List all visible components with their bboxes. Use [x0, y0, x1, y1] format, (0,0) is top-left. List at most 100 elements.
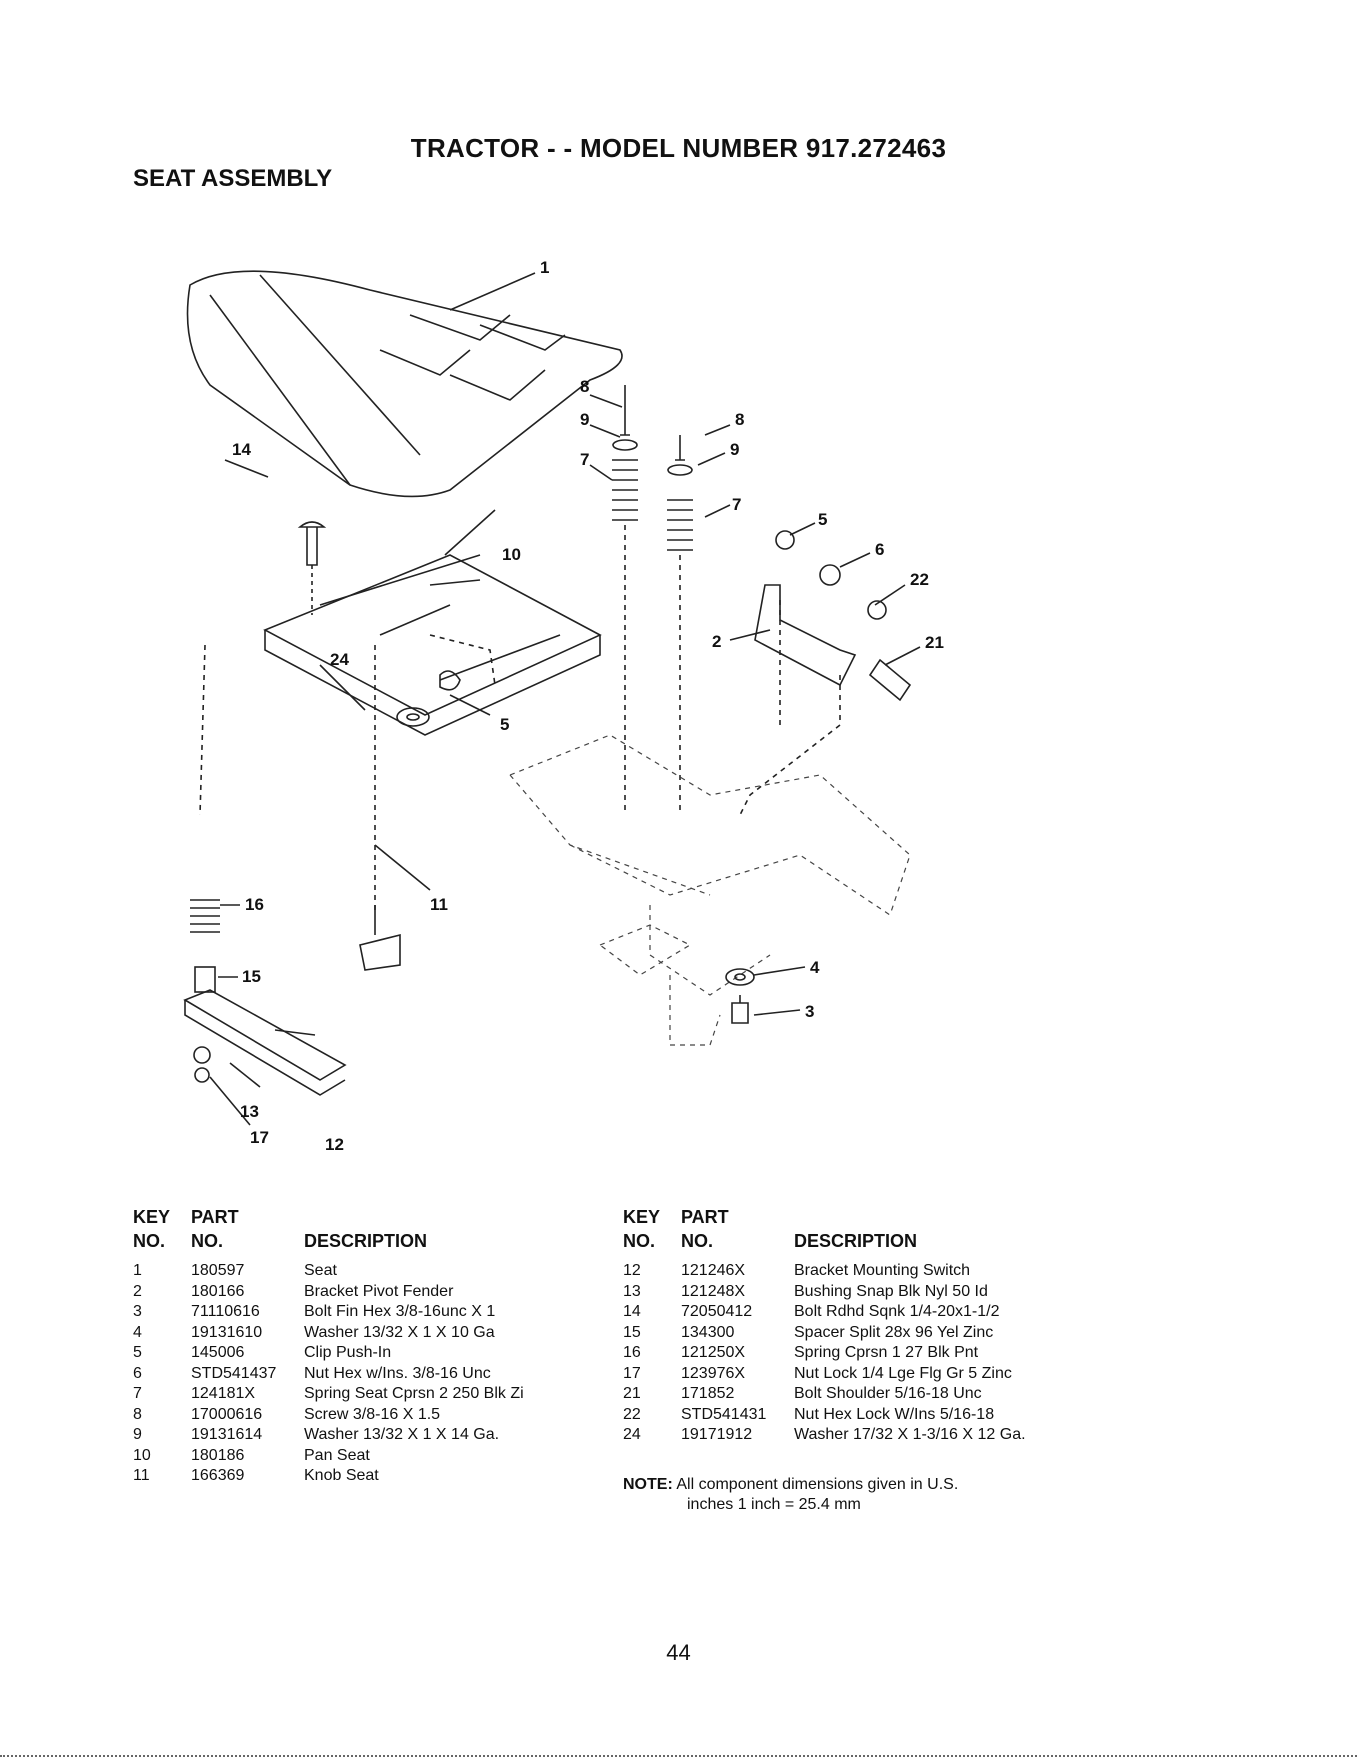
part-no: 180166 — [191, 1282, 245, 1300]
callout-1: 1 — [540, 258, 549, 277]
key-no: 8 — [133, 1405, 142, 1423]
key-no: 7 — [133, 1385, 142, 1402]
callout-16: 16 — [245, 895, 264, 914]
seat-assembly-exploded-diagram: 1 14 10 24 5 16 15 11 13 17 12 8 9 7 8 9… — [183, 258, 944, 1154]
part-description: Spring Cprsn 1 27 Blk Pnt — [794, 1344, 979, 1361]
part-no: 134300 — [681, 1323, 735, 1341]
key-no: 10 — [133, 1446, 151, 1464]
part-no-header: NO. — [681, 1231, 714, 1251]
part-no: 72050412 — [681, 1303, 753, 1320]
table-row: 7 124181X Spring Seat Cprsn 2 250 Blk Zi — [133, 1384, 524, 1405]
key-no: 12 — [623, 1262, 641, 1279]
part-no: 121248X — [681, 1282, 746, 1300]
part-description: Pan Seat — [304, 1446, 370, 1464]
part-description: Washer 17/32 X 1-3/16 X 12 Ga. — [794, 1426, 1026, 1443]
key-no: 9 — [133, 1426, 142, 1443]
callout-17: 17 — [250, 1128, 269, 1147]
note-line-1: All component dimensions given in U.S. — [676, 1476, 959, 1493]
description-header: DESCRIPTION — [304, 1231, 428, 1251]
part-no: 180597 — [191, 1262, 245, 1279]
part-description: Bolt Rdhd Sqnk 1/4-20x1-1/2 — [794, 1303, 1000, 1320]
part-description: Nut Hex Lock W/Ins 5/16-18 — [794, 1405, 995, 1423]
description-header: DESCRIPTION — [794, 1231, 918, 1251]
key-no: 1 — [133, 1262, 142, 1279]
part-no: 124181X — [191, 1385, 256, 1402]
part-description: Bolt Shoulder 5/16-18 Unc — [794, 1385, 982, 1402]
key-no-header: NO. — [133, 1231, 166, 1251]
page-bottom-divider — [0, 1755, 1357, 1757]
callout-12: 12 — [325, 1135, 344, 1154]
table-row: 3 71110616 Bolt Fin Hex 3/8-16unc X 1 — [133, 1302, 524, 1323]
table-row: 1 180597 Seat — [133, 1261, 524, 1282]
key-no: 2 — [133, 1282, 142, 1300]
part-no: 19131610 — [191, 1323, 263, 1341]
part-header: PART — [681, 1207, 729, 1227]
clip-part — [439, 670, 461, 691]
key-no: 14 — [623, 1303, 641, 1320]
callout-7-left: 7 — [580, 450, 589, 469]
part-description: Washer 13/32 X 1 X 14 Ga. — [304, 1426, 500, 1443]
pivot-bracket-part — [754, 584, 857, 687]
callout-6: 6 — [875, 540, 884, 559]
part-no: 121250X — [681, 1344, 746, 1361]
part-no: 19131614 — [191, 1426, 263, 1443]
part-no: 121246X — [681, 1262, 746, 1279]
parts-list-left: KEY PART NO. NO. DESCRIPTION 1 180597 Seat… — [133, 1205, 524, 1487]
part-description: Bushing Snap Blk Nyl 50 Id — [794, 1282, 988, 1300]
bolt-part — [297, 521, 327, 566]
callout-8-right: 8 — [735, 410, 744, 429]
part-description: Nut Lock 1/4 Lge Flg Gr 5 Zinc — [794, 1364, 1012, 1382]
key-no: 15 — [623, 1323, 641, 1341]
part-no: 17000616 — [191, 1405, 263, 1423]
table-row: 9 19131614 Washer 13/32 X 1 X 14 Ga. — [133, 1425, 524, 1446]
part-description: Bolt Fin Hex 3/8-16unc X 1 — [304, 1303, 496, 1320]
parts-list-right: KEY PART NO. NO. DESCRIPTION 12 121246X Br… — [623, 1205, 1026, 1446]
key-header: KEY — [623, 1207, 661, 1227]
key-no: 16 — [623, 1344, 641, 1361]
part-description: Spring Seat Cprsn 2 250 Blk Zi — [304, 1385, 524, 1402]
callout-7-right: 7 — [732, 495, 741, 514]
part-description: Bracket Mounting Switch — [794, 1262, 971, 1279]
callout-8-left: 8 — [580, 377, 589, 396]
part-header: PART — [191, 1207, 239, 1227]
callout-9-left: 9 — [580, 410, 589, 429]
callout-21: 21 — [925, 633, 944, 652]
part-description: Screw 3/8-16 X 1.5 — [304, 1405, 441, 1423]
part-no: STD541437 — [191, 1364, 277, 1382]
callout-24: 24 — [330, 650, 349, 669]
page-number: 44 — [666, 1640, 691, 1665]
parts-header-row-2: NO. NO. DESCRIPTION — [623, 1229, 1026, 1253]
part-no-header: NO. — [191, 1231, 224, 1251]
callout-5: 5 — [500, 715, 509, 734]
part-description: Seat — [304, 1262, 337, 1279]
key-no: 3 — [133, 1303, 142, 1320]
part-no: STD541431 — [681, 1405, 767, 1423]
section-title: SEAT ASSEMBLY — [133, 165, 333, 192]
part-no: 71110616 — [191, 1303, 260, 1320]
callout-22: 22 — [910, 570, 929, 589]
part-description: Washer 13/32 X 1 X 10 Ga — [304, 1323, 495, 1341]
callout-14: 14 — [232, 440, 251, 459]
switch-bracket-part — [183, 989, 347, 1081]
part-no: 145006 — [191, 1344, 245, 1361]
key-no: 24 — [623, 1426, 641, 1443]
page-title: TRACTOR - - MODEL NUMBER 917.272463 — [410, 133, 947, 163]
part-no: 180186 — [191, 1446, 245, 1464]
parts-header-row-1: KEY PART — [133, 1205, 524, 1229]
key-no: 5 — [133, 1344, 142, 1361]
part-description: Knob Seat — [304, 1467, 379, 1484]
callout-13: 13 — [240, 1102, 259, 1121]
key-no: 11 — [133, 1467, 150, 1484]
key-no: 13 — [623, 1282, 641, 1300]
table-row: 14 72050412 Bolt Rdhd Sqnk 1/4-20x1-1/2 — [623, 1302, 1026, 1323]
note-line-2: inches 1 inch = 25.4 mm — [687, 1496, 861, 1513]
callout-3: 3 — [805, 1002, 814, 1021]
parts-header-row-1: KEY PART — [623, 1205, 1026, 1229]
key-no: 6 — [133, 1364, 142, 1382]
